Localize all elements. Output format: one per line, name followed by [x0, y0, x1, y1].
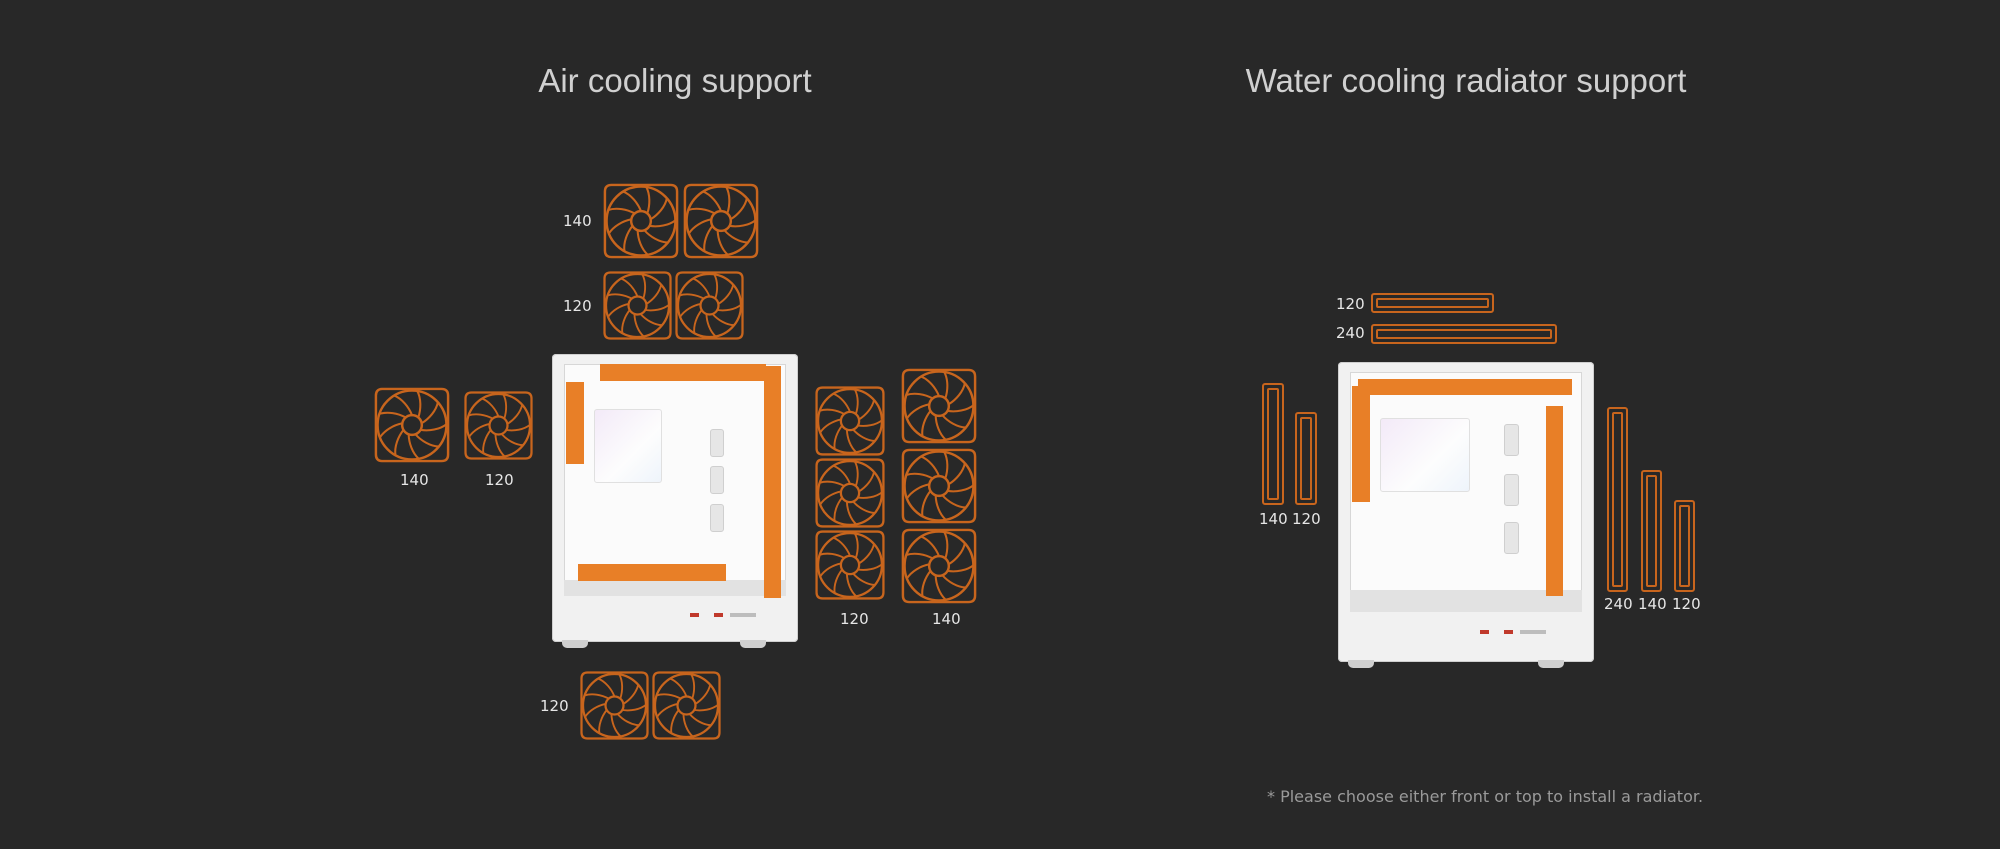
air-bottom-120-label: 120	[540, 697, 569, 715]
drive-bay	[710, 429, 724, 457]
drive-bay	[1504, 474, 1519, 506]
radiator-icon	[1371, 293, 1494, 313]
fan-icon	[812, 527, 888, 603]
case-foot	[562, 640, 588, 648]
drive-bay	[1504, 522, 1519, 554]
water-front-120-label: 120	[1672, 595, 1701, 613]
rear-mount-highlight	[566, 382, 584, 464]
fan-icon	[812, 455, 888, 531]
fan-icon	[649, 668, 724, 743]
fan-icon	[898, 525, 980, 607]
fan-icon	[812, 383, 888, 459]
radiator-icon	[1262, 383, 1284, 505]
water-front-240-label: 240	[1604, 595, 1633, 613]
pc-case-image	[1338, 362, 1594, 668]
usb-port	[1504, 630, 1513, 634]
front-io	[730, 613, 756, 617]
motherboard	[1380, 418, 1470, 492]
air-top-140-label: 140	[563, 212, 592, 230]
top-mount-highlight	[1358, 379, 1572, 395]
water-front-140-label: 140	[1638, 595, 1667, 613]
front-mount-highlight	[764, 366, 781, 598]
air-rear-120-label: 120	[485, 471, 514, 489]
water-top-240-label: 240	[1336, 324, 1365, 342]
radiator-icon	[1295, 412, 1317, 505]
usb-port	[714, 613, 723, 617]
radiator-note: * Please choose either front or top to i…	[1267, 787, 1704, 806]
water-rear-120-label: 120	[1292, 510, 1321, 528]
psu-shroud	[1350, 590, 1582, 612]
radiator-icon	[1607, 407, 1628, 592]
water-top-120-label: 120	[1336, 295, 1365, 313]
fan-icon	[672, 268, 747, 343]
drive-bay	[1504, 424, 1519, 456]
front-mount-highlight	[1546, 406, 1563, 596]
rear-mount-highlight	[1352, 386, 1370, 502]
bottom-mount-highlight	[578, 564, 726, 581]
air-front-140-label: 140	[932, 610, 961, 628]
water-rear-140-label: 140	[1259, 510, 1288, 528]
fan-icon	[898, 365, 980, 447]
case-foot	[740, 640, 766, 648]
case-foot	[1348, 660, 1374, 668]
air-cooling-title: Air cooling support	[538, 62, 812, 99]
radiator-icon	[1371, 324, 1557, 344]
case-foot	[1538, 660, 1564, 668]
top-mount-highlight	[600, 364, 766, 381]
pc-case-image	[552, 354, 798, 648]
water-cooling-title: Water cooling radiator support	[1245, 62, 1687, 99]
usb-port	[1480, 630, 1489, 634]
fan-icon	[898, 445, 980, 527]
psu-shroud	[564, 580, 786, 596]
air-front-120-label: 120	[840, 610, 869, 628]
fan-icon	[461, 388, 536, 463]
fan-icon	[600, 180, 682, 262]
fan-icon	[600, 268, 675, 343]
motherboard	[594, 409, 662, 483]
radiator-icon	[1674, 500, 1695, 592]
usb-port	[690, 613, 699, 617]
drive-bay	[710, 504, 724, 532]
air-rear-140-label: 140	[400, 471, 429, 489]
fan-icon	[371, 384, 453, 466]
radiator-icon	[1641, 470, 1662, 592]
fan-icon	[577, 668, 652, 743]
drive-bay	[710, 466, 724, 494]
side-window	[1350, 372, 1582, 612]
air-top-120-label: 120	[563, 297, 592, 315]
front-io	[1520, 630, 1546, 634]
fan-icon	[680, 180, 762, 262]
